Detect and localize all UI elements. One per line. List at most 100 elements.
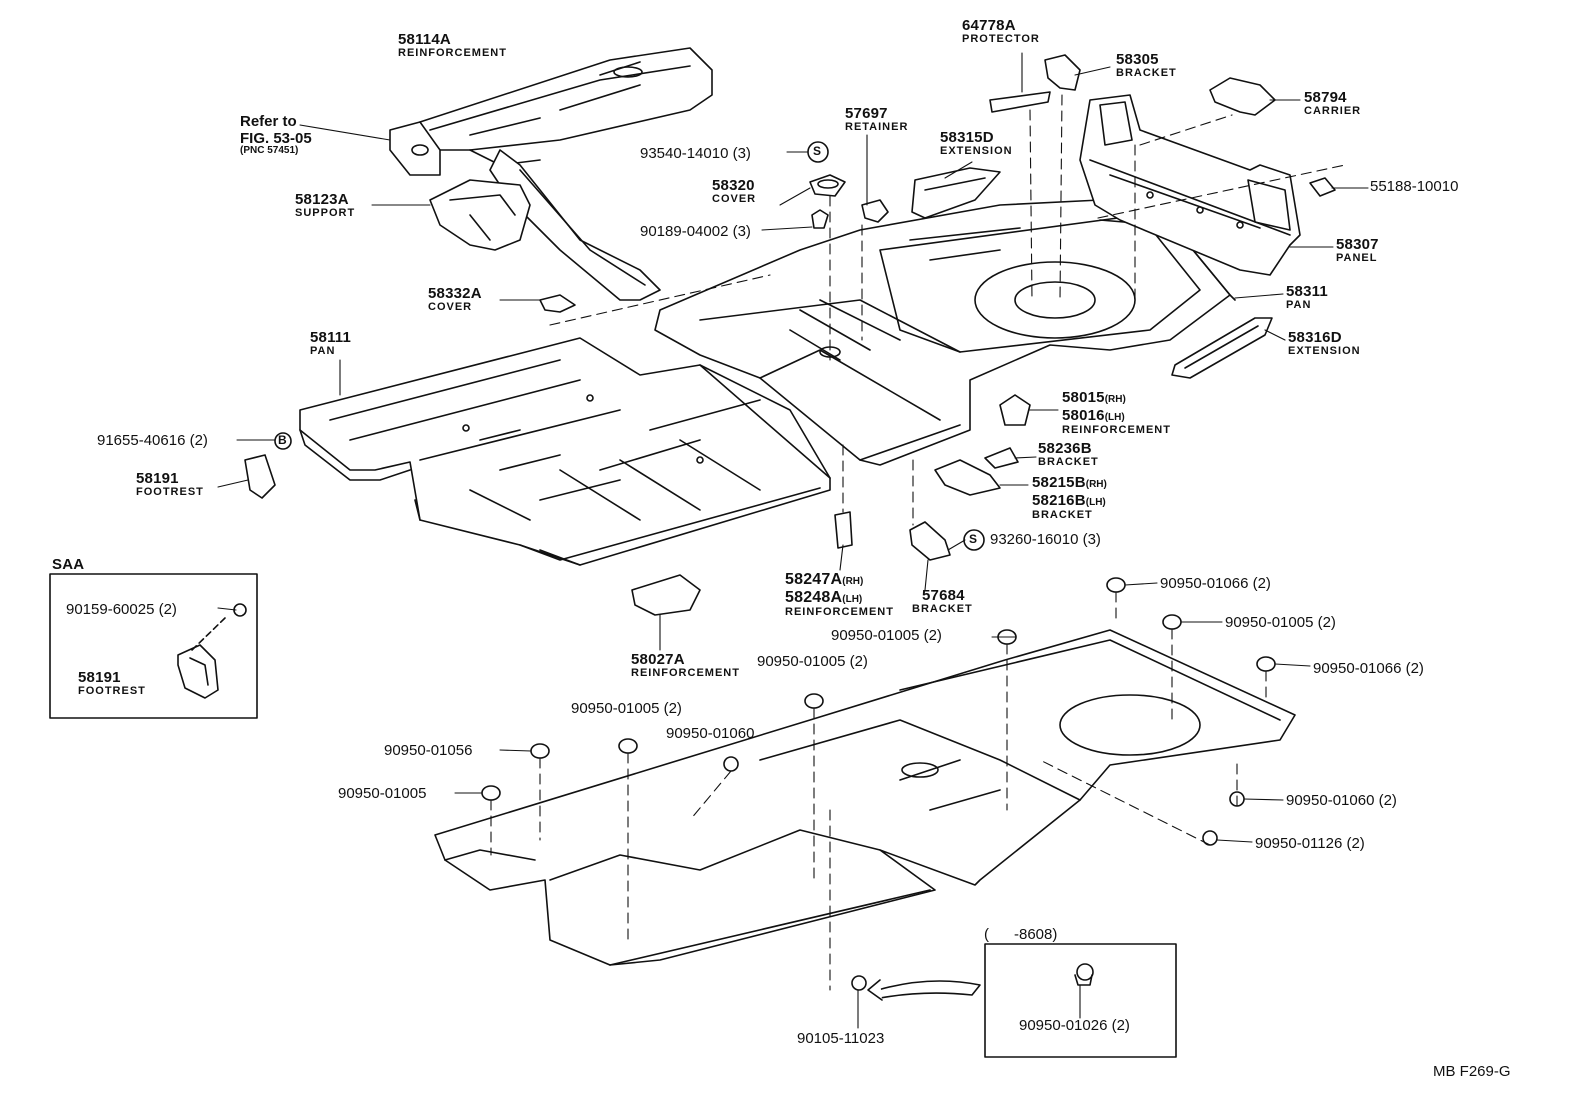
callout-number: 58794 [1304, 89, 1347, 106]
support-58123a-part [429, 179, 531, 251]
callout-suffix-rh: (RH) [1104, 394, 1126, 405]
carrier-58794-part [1209, 77, 1276, 116]
plug-label-b: 90950-01005 (2) [831, 627, 942, 644]
callout-number: 58332A [428, 285, 482, 302]
callout-name: EXTENSION [1288, 345, 1361, 357]
callout-number-lh: 58016 [1062, 407, 1105, 424]
callout-suffix-lh: (LH) [1104, 412, 1125, 423]
extension-58316d-part [1171, 317, 1273, 379]
callout-number-rh: 58247A [785, 571, 843, 588]
callout-number: 58114A [398, 31, 451, 48]
callout-number: 58236B [1038, 440, 1092, 457]
callout-number: 57684 [922, 587, 965, 604]
badge-s: S [813, 144, 822, 158]
callout-number: 90189-04002 (3) [640, 223, 751, 240]
callout-number: 58027A [631, 651, 685, 668]
reinforcement-58114a-part [389, 47, 713, 301]
plug-label-j: 90950-01060 (2) [1286, 792, 1397, 809]
callout-number: 93260-16010 (3) [990, 531, 1101, 548]
callout-57697: 57697 RETAINER [845, 106, 908, 133]
plug-label-a: 90950-01066 (2) [1160, 575, 1271, 592]
callout-number: 58315D [940, 129, 994, 146]
callout-name: EXTENSION [940, 145, 1013, 157]
callout-number: 91655-40616 (2) [97, 432, 208, 449]
refer-line-1: Refer to [240, 113, 297, 130]
callout-number-rh: 58015 [1062, 389, 1105, 406]
callout-number: 58111 [310, 329, 352, 346]
callout-58191: 58191 FOOTREST [136, 471, 204, 498]
callout-name: FOOTREST [78, 685, 146, 697]
inset-plug-part [1074, 963, 1094, 986]
callout-name: FOOTREST [136, 486, 204, 498]
callout-58316d: 58316D EXTENSION [1288, 330, 1361, 357]
callout-93540: 93540-14010 (3) [640, 146, 751, 162]
callout-58111: 58111 PAN [310, 330, 351, 357]
floor-lower-layout [434, 629, 1296, 966]
callout-58311: 58311 PAN [1286, 284, 1328, 311]
plug-label-h: 90950-01056 [384, 742, 473, 759]
callout-name: REINFORCEMENT [785, 606, 894, 618]
panel-58307-part [1079, 94, 1301, 276]
callout-number: 58311 [1286, 283, 1328, 300]
callout-58332a: 58332A COVER [428, 286, 482, 313]
pan-58111-part [299, 337, 831, 566]
callout-name: BRACKET [1038, 456, 1099, 468]
callout-name: COVER [428, 301, 473, 313]
callout-name: PAN [310, 345, 336, 357]
callout-name: PAN [1286, 299, 1312, 311]
callout-90189: 90189-04002 (3) [640, 224, 751, 240]
callout-91655: 91655-40616 (2) [97, 433, 208, 449]
plug-label-d: 90950-01066 (2) [1313, 660, 1424, 677]
callout-suffix-rh: (RH) [842, 576, 864, 587]
callout-name: RETAINER [845, 121, 909, 133]
callout-64778a: 64778A PROTECTOR [962, 18, 1040, 45]
callout-name: PROTECTOR [962, 33, 1040, 45]
refer-line-3: (PNC 57451) [240, 145, 299, 156]
callout-93260: 93260-16010 (3) [990, 532, 1101, 548]
callout-name: SUPPORT [295, 207, 356, 219]
callout-number: 57697 [845, 105, 888, 122]
callout-58027a: 58027A REINFORCEMENT [631, 652, 740, 679]
callout-name: CARRIER [1304, 105, 1362, 117]
callout-name: BRACKET [912, 603, 973, 615]
callout-58247a: 58247A(RH) 58248A(LH) REINFORCEMENT [785, 572, 894, 618]
callout-58794: 58794 CARRIER [1304, 90, 1361, 117]
callout-58015: 58015(RH) 58016(LH) REINFORCEMENT [1062, 390, 1171, 436]
plug-label-l: 90105-11023 [797, 1030, 885, 1047]
callout-name: REINFORCEMENT [631, 667, 740, 679]
callout-58123a: 58123A SUPPORT [295, 192, 355, 219]
callout-58305: 58305 BRACKET [1116, 52, 1177, 79]
callout-number-lh: 58216B [1032, 492, 1086, 509]
callout-58215b: 58215B(RH) 58216B(LH) BRACKET [1032, 475, 1107, 521]
callout-number: 58305 [1116, 51, 1159, 68]
callout-name: BRACKET [1032, 509, 1093, 521]
callout-number: 58191 [136, 470, 179, 487]
saa-box [49, 573, 258, 719]
callout-58114a: 58114A REINFORCEMENT [398, 32, 507, 59]
saa-footrest-part [177, 617, 226, 699]
plug-label-c: 90950-01005 (2) [1225, 614, 1336, 631]
callout-name: REINFORCEMENT [398, 47, 507, 59]
callout-name: REINFORCEMENT [1062, 424, 1171, 436]
assembly-dash-lines [490, 94, 1346, 991]
callout-58236b: 58236B BRACKET [1038, 441, 1099, 468]
callout-name: PANEL [1336, 252, 1378, 264]
callout-number: 64778A [962, 17, 1016, 34]
badge-b: B [278, 433, 287, 447]
callout-58315d: 58315D EXTENSION [940, 130, 1013, 157]
callout-suffix-lh: (LH) [1085, 497, 1106, 508]
refer-note: Refer to FIG. 53-05 (PNC 57451) [240, 114, 312, 156]
callout-57684: 57684 BRACKET [912, 587, 973, 615]
badge-s-lower: S [969, 532, 978, 546]
callout-number: 58320 [712, 177, 755, 194]
protector-64778a-part [989, 91, 1051, 113]
saa-part-2: 58191 FOOTREST [78, 670, 146, 697]
callout-name: BRACKET [1116, 67, 1177, 79]
callout-number: 58191 [78, 669, 121, 686]
callout-number: 93540-14010 (3) [640, 145, 751, 162]
callout-suffix-lh: (LH) [842, 594, 863, 605]
clip-55188-part [1309, 177, 1336, 197]
plug-label-i: 90950-01005 [338, 785, 427, 802]
